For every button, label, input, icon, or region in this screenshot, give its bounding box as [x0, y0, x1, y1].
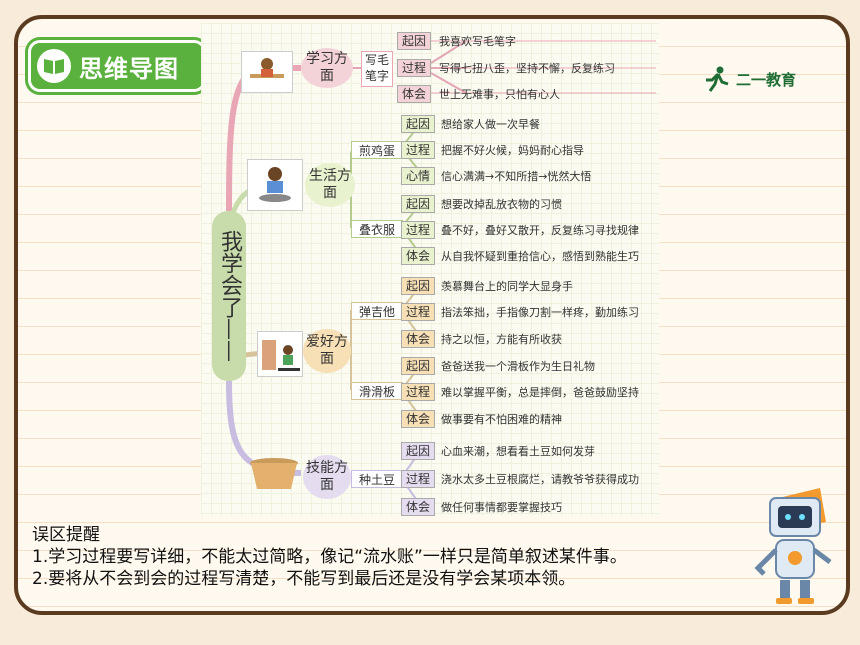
label-process: 过程 [401, 470, 435, 488]
topic-potato: 种土豆 [351, 470, 403, 488]
robot-mascot [740, 480, 840, 610]
runner-icon [706, 66, 729, 92]
category-study: 学习方面 [301, 48, 353, 88]
leaf-text: 羡慕舞台上的同学大显身手 [441, 280, 573, 293]
topic-calligraphy: 写毛笔字 [361, 51, 393, 87]
topic-fold-clothes: 叠衣服 [351, 220, 403, 238]
label-process: 过程 [401, 221, 435, 239]
leaf-text: 信心满满→不知所措→恍然大悟 [441, 170, 592, 183]
category-life: 生活方面 [305, 163, 355, 207]
leaf-text: 持之以恒，方能有所收获 [441, 333, 562, 346]
label-cause: 起因 [401, 195, 435, 213]
leaf-text: 指法笨拙，手指像刀割一样疼，勤加练习 [441, 306, 639, 319]
leaf-text: 世上无难事，只怕有心人 [439, 88, 560, 101]
leaf-text: 写得七扭八歪，坚持不懈，反复练习 [439, 62, 615, 75]
category-skill: 技能方面 [303, 455, 351, 499]
mind-map: 我学会了—— 学习方面 生活方面 爱好方面 技能方面 写毛笔字 煎鸡蛋 叠衣服 … [201, 23, 659, 516]
leaf-text: 把握不好火候，妈妈耐心指导 [441, 144, 584, 157]
book-icon [37, 49, 71, 83]
label-reflection: 体会 [401, 247, 435, 265]
label-process: 过程 [401, 141, 435, 159]
label-cause: 起因 [401, 442, 435, 460]
label-mood: 心情 [401, 167, 435, 185]
topic-fry-egg: 煎鸡蛋 [351, 141, 403, 159]
brand-logo: 二一教育 [702, 66, 796, 92]
label-cause: 起因 [401, 115, 435, 133]
skateboard-illustration [257, 331, 303, 377]
label-process: 过程 [401, 383, 435, 401]
category-hobby: 爱好方面 [303, 329, 351, 373]
tips-heading: 误区提醒 [32, 525, 100, 545]
leaf-text: 想要改掉乱放衣物的习惯 [441, 198, 562, 211]
leaf-text: 叠不好，叠好又散开，反复练习寻找规律 [441, 224, 639, 237]
leaf-text: 我喜欢写毛笔字 [439, 35, 516, 48]
leaf-text: 做事要有不怕困难的精神 [441, 413, 562, 426]
leaf-text: 难以掌握平衡，总是摔倒，爸爸鼓励坚持 [441, 386, 639, 399]
label-cause: 起因 [401, 357, 435, 375]
topic-guitar: 弹吉他 [351, 302, 403, 320]
leaf-text: 做任何事情都要掌握技巧 [441, 501, 562, 514]
leaf-text: 浇水太多土豆根腐烂，请教爷爷获得成功 [441, 473, 639, 486]
label-cause: 起因 [397, 32, 431, 50]
leaf-text: 想给家人做一次早餐 [441, 118, 540, 131]
leaf-text: 爸爸送我一个滑板作为生日礼物 [441, 360, 595, 373]
label-process: 过程 [401, 303, 435, 321]
brand-name: 二一教育 [736, 70, 797, 89]
badge-title: 思维导图 [79, 54, 179, 83]
tip-1: 1.学习过程要写详细，不能太过简略，像记“流水账”一样只是简单叙述某件事。 [32, 547, 627, 567]
writing-illustration [241, 51, 293, 93]
label-cause: 起因 [401, 277, 435, 295]
potato-pot-illustration [245, 455, 303, 493]
topic-skateboard: 滑滑板 [351, 382, 403, 400]
mindmap-badge: 思维导图 [28, 40, 206, 92]
label-reflection: 体会 [397, 85, 431, 103]
label-process: 过程 [397, 59, 431, 77]
tips-section: 误区提醒 1.学习过程要写详细，不能太过简略，像记“流水账”一样只是简单叙述某件… [32, 524, 732, 590]
label-reflection: 体会 [401, 410, 435, 428]
leaf-text: 心血来潮，想看看土豆如何发芽 [441, 445, 595, 458]
tip-2: 2.要将从不会到会的过程写清楚，不能写到最后还是没有学会某项本领。 [32, 569, 576, 589]
root-node: 我学会了—— [212, 211, 246, 381]
label-reflection: 体会 [401, 330, 435, 348]
label-reflection: 体会 [401, 498, 435, 516]
cooking-illustration [247, 159, 303, 211]
leaf-text: 从自我怀疑到重拾信心，感悟到熟能生巧 [441, 250, 639, 263]
